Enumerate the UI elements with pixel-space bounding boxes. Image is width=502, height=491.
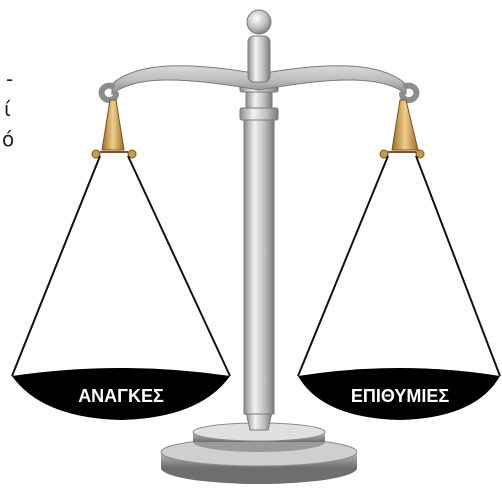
- left-pan-label: ΑΝΑΓΚΕΣ: [78, 386, 164, 406]
- cropped-left-text: - ί ό: [0, 64, 20, 154]
- cropped-text-line-2: ί: [4, 97, 11, 121]
- right-pan-hanger: [379, 99, 425, 159]
- cropped-text-line-3: ό: [2, 127, 15, 151]
- scale-pole: [239, 81, 279, 431]
- scale-base: [160, 422, 358, 484]
- right-pan: ΕΠΙΘΥΜΙΕΣ: [297, 155, 501, 420]
- right-pan-label: ΕΠΙΘΥΜΙΕΣ: [351, 386, 450, 406]
- left-pan: ΑΝΑΓΚΕΣ: [11, 155, 231, 420]
- left-pan-hanger: [91, 99, 137, 159]
- scale-finial: [246, 9, 272, 83]
- cropped-text-line-1: -: [6, 67, 14, 91]
